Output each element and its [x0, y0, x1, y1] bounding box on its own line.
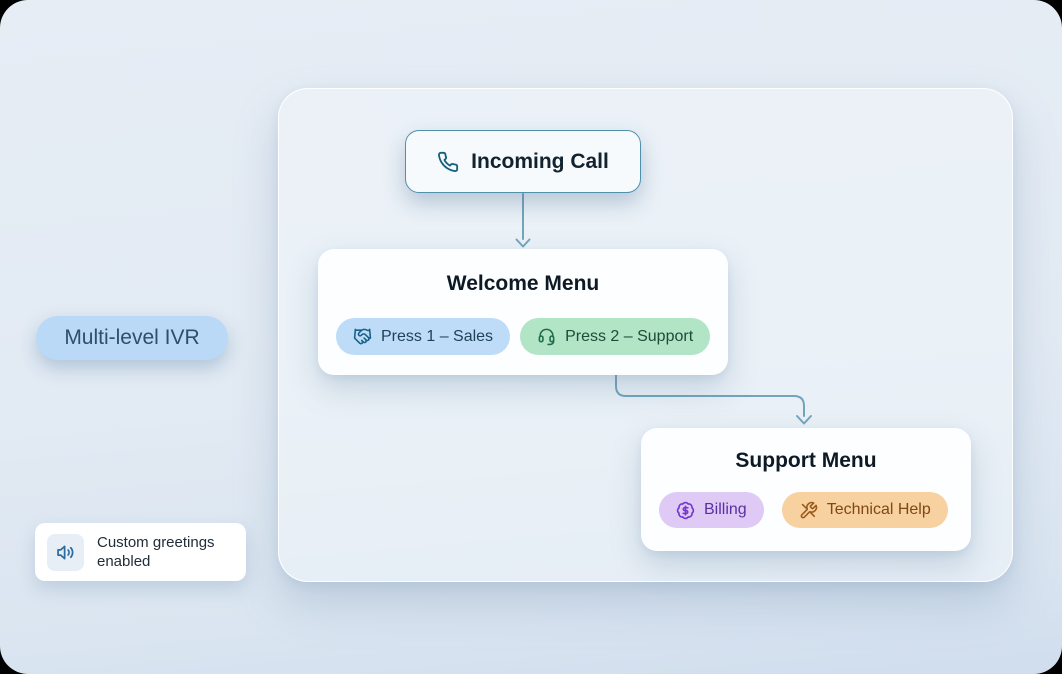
- option-billing[interactable]: Billing: [659, 492, 764, 528]
- option-press-1-sales[interactable]: Press 1 – Sales: [336, 318, 511, 355]
- incoming-call-label: Incoming Call: [471, 149, 609, 173]
- option-label: Press 1 – Sales: [381, 327, 494, 345]
- headset-icon: [537, 327, 556, 346]
- option-technical-help[interactable]: Technical Help: [781, 492, 948, 528]
- badge-label: Multi-level IVR: [64, 326, 200, 349]
- option-press-2-support[interactable]: Press 2 – Support: [520, 318, 711, 355]
- support-menu-card: Support Menu Billing: [641, 428, 971, 551]
- speaker-volume-icon: [47, 533, 84, 571]
- multi-level-ivr-badge: Multi-level IVR: [36, 316, 228, 360]
- note-text: Custom greetings enabled: [97, 533, 215, 570]
- welcome-menu-options: Press 1 – Sales Press 2 – Support: [336, 318, 711, 355]
- handshake-icon: [353, 327, 372, 346]
- option-label: Press 2 – Support: [565, 327, 694, 345]
- crossed-tools-icon: [799, 501, 818, 520]
- option-label: Technical Help: [826, 501, 931, 518]
- badge-dollar-icon: [676, 501, 695, 520]
- phone-icon: [437, 151, 459, 173]
- option-label: Billing: [704, 501, 747, 518]
- incoming-call-node[interactable]: Incoming Call: [405, 130, 641, 193]
- welcome-menu-title: Welcome Menu: [446, 272, 600, 295]
- welcome-menu-card: Welcome Menu Press 1 – Sales: [318, 249, 728, 375]
- custom-greetings-note: Custom greetings enabled: [35, 523, 246, 581]
- support-menu-title: Support Menu: [735, 449, 877, 472]
- support-menu-options: Billing Technical Help: [659, 492, 953, 528]
